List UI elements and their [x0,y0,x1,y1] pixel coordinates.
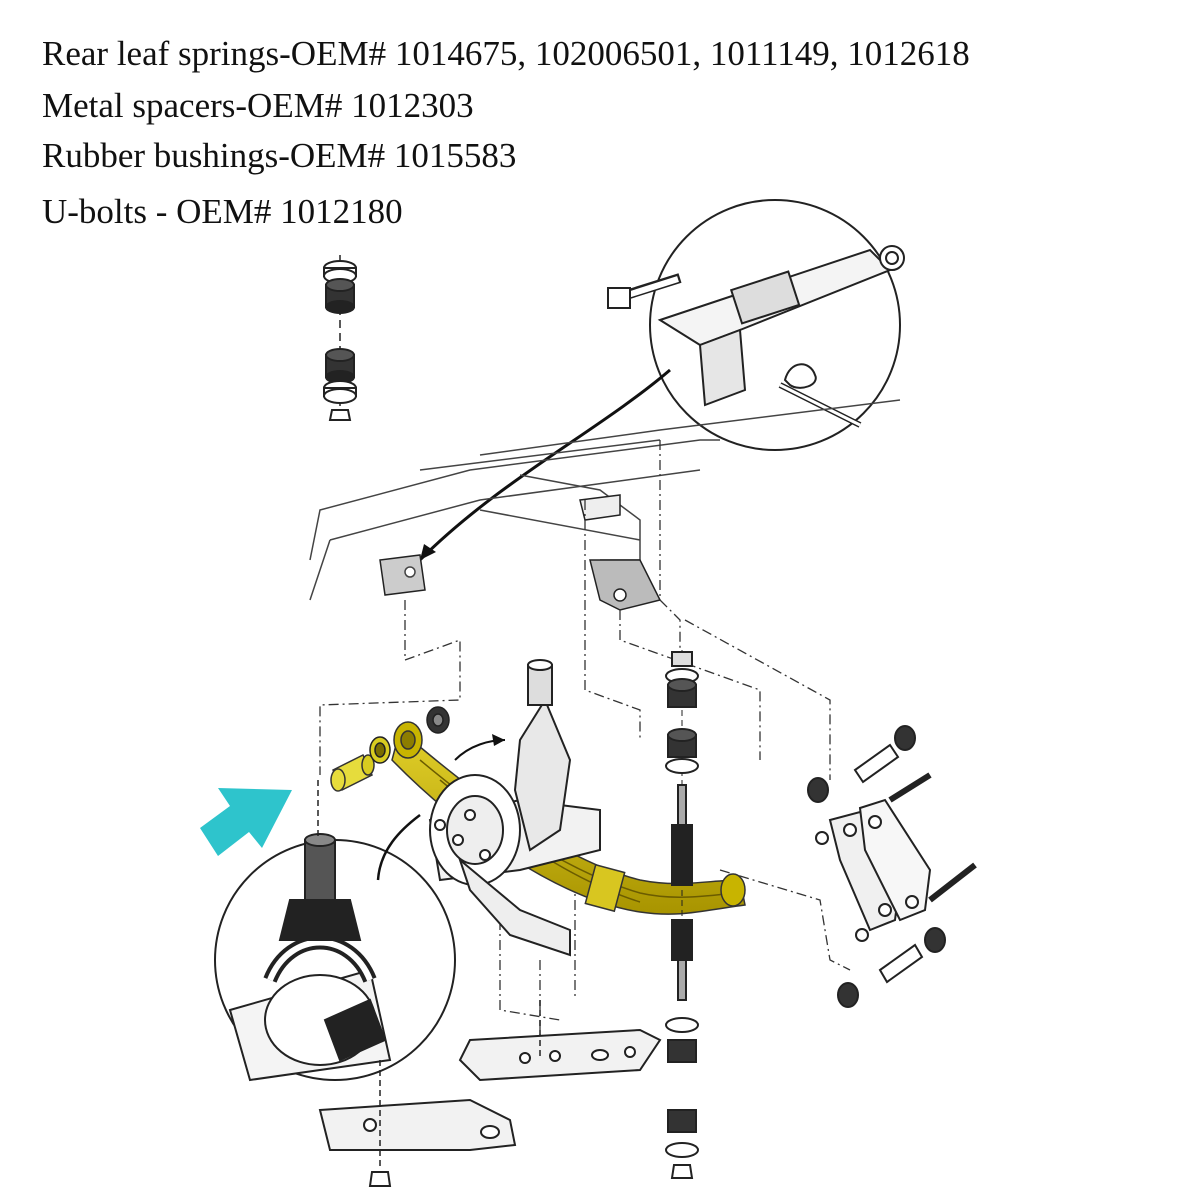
metal-spacers-label: Metal spacers-OEM# 1012303 [42,86,474,125]
callout-leader [418,368,671,562]
lower-bracket [318,1060,517,1187]
shackle-plates [807,725,977,1008]
axle-hub [428,659,601,886]
frame-detail-callout [607,199,905,451]
u-bolt-detail-callout [214,780,456,1082]
upper-bushing-stack [323,255,357,421]
metal-spacer [330,753,375,792]
front-rubber-bushing [369,706,450,764]
chassis-frame [309,399,901,611]
rubber-bushings-label: Rubber bushings-OEM# 1015583 [42,136,517,175]
cyan-arrow-icon [200,788,292,856]
leaf-springs-label: Rear leaf springs-OEM# 1014675, 10200650… [42,34,970,73]
u-bolt-plate [457,856,662,1082]
u-bolts-label: U-bolts - OEM# 1012180 [42,192,403,231]
shackle-bolt-stack [665,650,699,1179]
